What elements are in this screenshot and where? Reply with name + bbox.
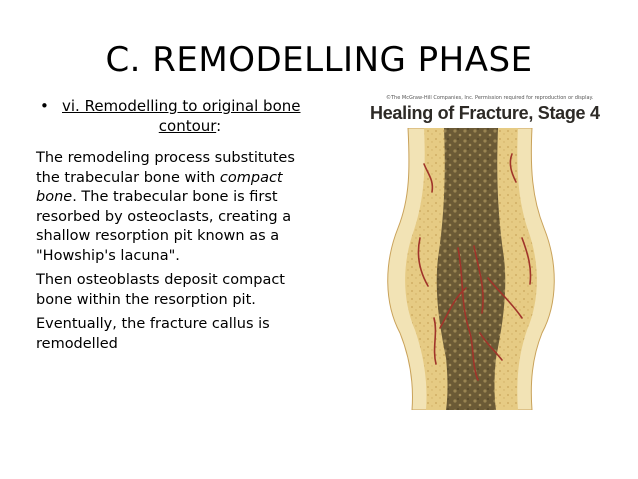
figure-title: Healing of Fracture, Stage 4 (370, 103, 600, 123)
paragraph-1-text-b: . The trabecular bone is first resorbed … (36, 189, 292, 264)
paragraph-1-text-a: The remodeling process substitutes the t… (36, 150, 295, 186)
bone-illustration (387, 128, 555, 410)
paragraph-3: Eventually, the fracture callus is remod… (36, 316, 270, 352)
blood-vessels (417, 153, 532, 381)
marrow-cavity (436, 128, 506, 410)
bullet-colon: : (216, 117, 222, 135)
paragraph-1-emphasis: compact bone (36, 169, 283, 206)
bullet-point: • vi. Remodelling to original bone contou… (40, 96, 310, 136)
bullet-line-1: vi. Remodelling to original bone (62, 97, 301, 115)
bullet-underlined-word: contour (158, 117, 217, 135)
figure-copyright: ©The McGraw-Hill Companies, Inc. Permiss… (386, 95, 594, 101)
paragraph-1: The remodeling process substitutes the t… (36, 149, 298, 266)
bullet-line-2: contour: (40, 116, 310, 136)
bullet-marker: • (40, 97, 49, 115)
fracture-healing-figure: ©The McGraw-Hill Companies, Inc. Permiss… (362, 92, 600, 410)
body-text: The remodeling process substitutes the t… (36, 149, 298, 359)
slide-title: C. REMODELLING PHASE (105, 40, 533, 80)
paragraph-2: Then osteoblasts deposit compact bone wi… (36, 272, 285, 308)
